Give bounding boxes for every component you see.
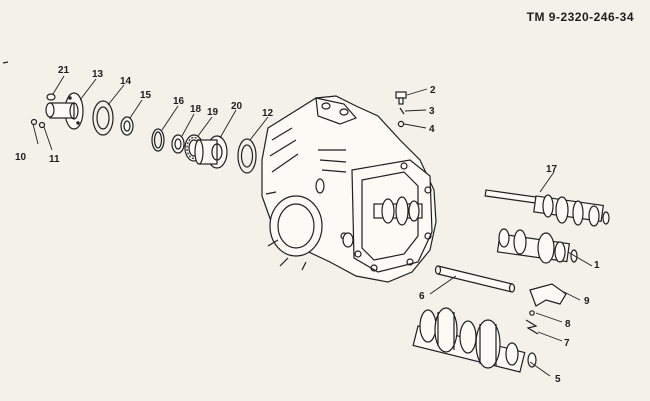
callout-21: 21 — [58, 65, 70, 76]
fastener-group — [395, 91, 407, 128]
part-7-spring — [525, 319, 539, 335]
callout-10: 10 — [15, 152, 27, 163]
callout-8: 8 — [565, 319, 571, 330]
part-6-shaft — [434, 265, 516, 293]
part-8-pin — [529, 310, 535, 316]
part-20-cap — [194, 135, 228, 169]
part-12-gasket — [237, 138, 257, 174]
callout-7: 7 — [564, 338, 570, 349]
callout-12: 12 — [262, 108, 274, 119]
callout-3: 3 — [429, 106, 435, 117]
part-2-screw — [395, 91, 407, 105]
callout-18: 18 — [190, 104, 202, 115]
part-4-washer — [397, 120, 405, 128]
callout-6: 6 — [419, 291, 425, 302]
case-studs — [265, 191, 307, 271]
part-10-washer — [30, 118, 38, 126]
leader-lines — [32, 75, 593, 377]
part-11-lockwasher — [38, 121, 46, 129]
callout-16: 16 — [173, 96, 185, 107]
callout-14: 14 — [120, 76, 132, 87]
bearing-group — [151, 128, 257, 174]
part-16-snap-ring — [151, 128, 165, 152]
callout-9: 9 — [584, 296, 590, 307]
part-18-race — [171, 134, 185, 154]
part-3-lockwasher — [399, 107, 405, 115]
transmission-case — [261, 95, 437, 283]
part-9-fork — [529, 283, 567, 307]
callout-15: 15 — [140, 90, 152, 101]
callout-11: 11 — [49, 154, 60, 165]
part-5-countershaft-gear — [412, 307, 537, 373]
callout-19: 19 — [207, 107, 219, 118]
callout-labels: 1 2 3 4 5 6 7 8 9 10 11 12 13 14 15 16 1… — [15, 65, 600, 385]
callout-17: 17 — [546, 164, 558, 175]
part-21-screw — [46, 93, 56, 101]
part-1-cluster-gear — [496, 228, 578, 264]
callout-1: 1 — [594, 260, 600, 271]
part-13-retainer — [45, 92, 84, 130]
bearing-retainer-group — [30, 92, 134, 136]
callout-13: 13 — [92, 69, 104, 80]
document-header-title: TM 9-2320-246-34 — [526, 10, 634, 24]
callout-5: 5 — [555, 374, 561, 385]
callout-4: 4 — [429, 124, 435, 135]
part-17-mainshaft — [484, 189, 610, 227]
part-15-seal — [120, 116, 134, 136]
part-14-gasket — [92, 100, 114, 136]
callout-2: 2 — [430, 85, 436, 96]
callout-20: 20 — [231, 101, 243, 112]
case-internal-gear — [381, 196, 420, 226]
